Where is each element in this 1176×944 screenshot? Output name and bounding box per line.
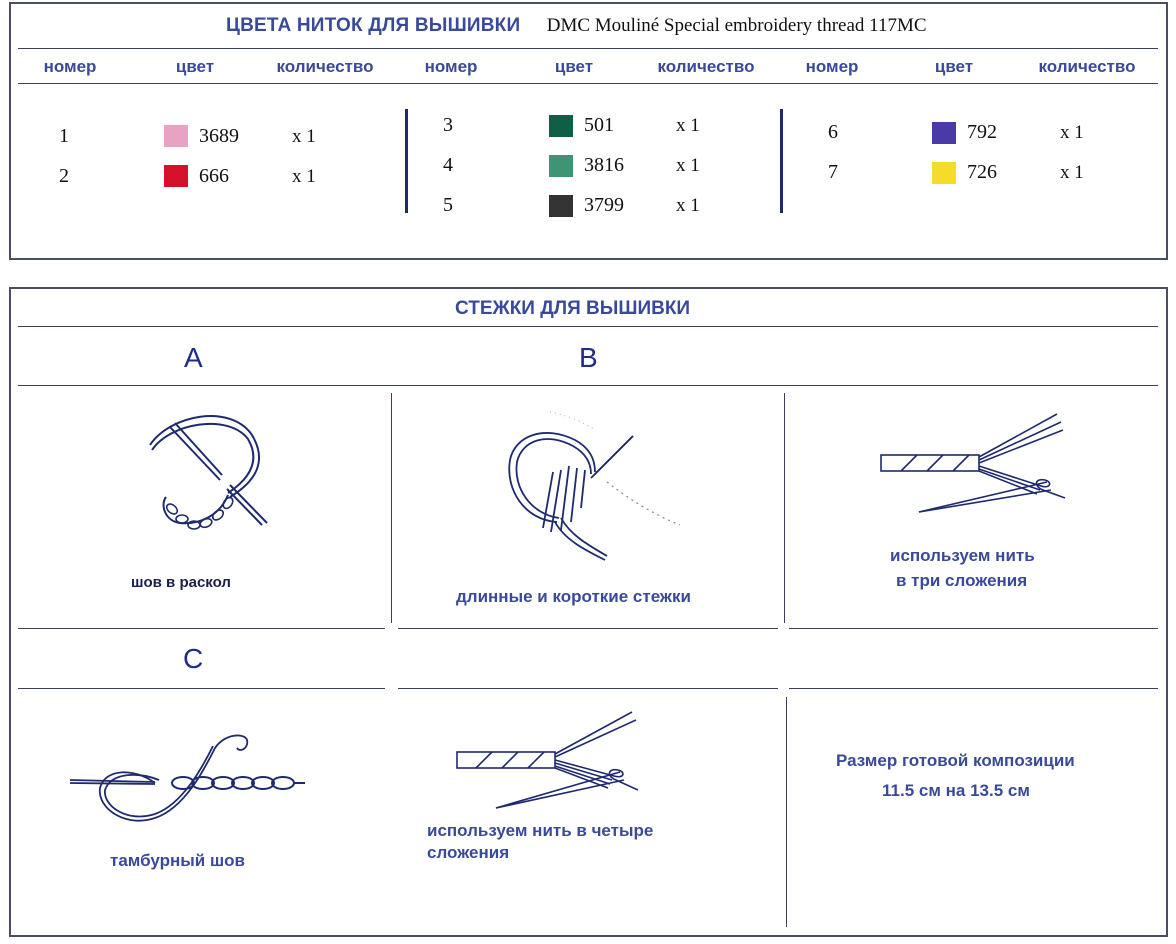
thread-number: 5 (443, 194, 453, 216)
header-quantity-2: количество (657, 57, 755, 76)
thread-code: 3689 (199, 125, 239, 147)
letter-b: B (579, 342, 598, 373)
thread-code: 3799 (584, 194, 624, 216)
size-caption-2: 11.5 см на 13.5 см (882, 781, 1030, 800)
four-strands-caption-1: используем нить в четыре (427, 821, 654, 840)
thread-quantity: x 1 (292, 126, 316, 147)
thread-swatch (549, 155, 573, 177)
thread-title-ru: ЦВЕТА НИТОК ДЛЯ ВЫШИВКИ (226, 15, 521, 36)
four-strands-caption-2: сложения (427, 843, 510, 862)
thread-colors-panel (9, 2, 1168, 260)
header-number-1: номер (43, 57, 97, 76)
column-separator-1 (405, 109, 408, 213)
thread-number: 4 (443, 154, 453, 176)
thread-title: ЦВЕТА НИТОК ДЛЯ ВЫШИВКИ DMC Mouliné Spec… (226, 15, 927, 37)
thread-quantity: x 1 (676, 155, 700, 176)
thread-swatch (549, 195, 573, 217)
thread-quantity: x 1 (676, 195, 700, 216)
thread-code: 726 (967, 161, 997, 183)
grid-vline-3 (786, 697, 787, 927)
header-color-2: цвет (554, 57, 594, 76)
thread-title-en: DMC Mouliné Special embroidery thread 11… (546, 15, 927, 36)
thread-swatch (549, 115, 573, 137)
long-short-stitch-icon (508, 411, 681, 561)
thread-swatch (164, 165, 188, 187)
stitches-panel (9, 287, 1168, 937)
header-color-3: цвет (934, 57, 974, 76)
thread-code: 501 (584, 114, 614, 136)
size-caption-1: Размер готовой композиции (836, 751, 1075, 770)
header-color-1: цвет (175, 57, 215, 76)
header-number-3: номер (805, 57, 859, 76)
grid-hline-b2 (398, 688, 778, 689)
thread-quantity: x 1 (292, 166, 316, 187)
letter-a: A (184, 342, 203, 373)
thread-number: 7 (828, 161, 838, 183)
three-strands-caption-1: используем нить (890, 546, 1035, 565)
split-stitch-icon (149, 415, 268, 530)
grid-hline-b (398, 628, 778, 629)
thread-number: 6 (828, 121, 838, 143)
needle-three-strands-icon (880, 413, 1066, 513)
split-stitch-caption: шов в раскол (131, 574, 231, 591)
grid-hline-c (789, 628, 1158, 629)
column-separator-2 (780, 109, 783, 213)
thread-code: 666 (199, 165, 229, 187)
header-divider-bottom (18, 83, 1158, 84)
header-number-2: номер (424, 57, 478, 76)
header-quantity-3: количество (1038, 57, 1136, 76)
letters-row-divider (18, 385, 1158, 386)
thread-quantity: x 1 (1060, 122, 1084, 143)
grid-vline-1 (391, 393, 392, 623)
stitches-title-divider (18, 326, 1158, 327)
thread-quantity: x 1 (676, 115, 700, 136)
letter-c: C (183, 643, 204, 674)
grid-vline-2 (784, 393, 785, 623)
chain-stitch-caption: тамбурный шов (110, 851, 245, 870)
thread-swatch (164, 125, 188, 147)
grid-hline-a2 (18, 688, 385, 689)
chain-stitch-icon (69, 734, 305, 822)
needle-four-strands-icon (456, 711, 639, 809)
grid-hline-a (18, 628, 385, 629)
header-divider-top (18, 48, 1158, 49)
thread-swatch (932, 122, 956, 144)
long-short-caption: длинные и короткие стежки (456, 587, 691, 606)
thread-code: 3816 (584, 154, 624, 176)
grid-hline-c2 (789, 688, 1158, 689)
thread-swatch (932, 162, 956, 184)
stitches-title: СТЕЖКИ ДЛЯ ВЫШИВКИ (455, 298, 691, 319)
thread-number: 1 (59, 125, 69, 147)
header-quantity-1: количество (276, 57, 374, 76)
thread-number: 2 (59, 165, 69, 187)
thread-number: 3 (443, 114, 453, 136)
thread-code: 792 (967, 121, 997, 143)
thread-quantity: x 1 (1060, 162, 1084, 183)
three-strands-caption-2: в три сложения (896, 571, 1028, 590)
